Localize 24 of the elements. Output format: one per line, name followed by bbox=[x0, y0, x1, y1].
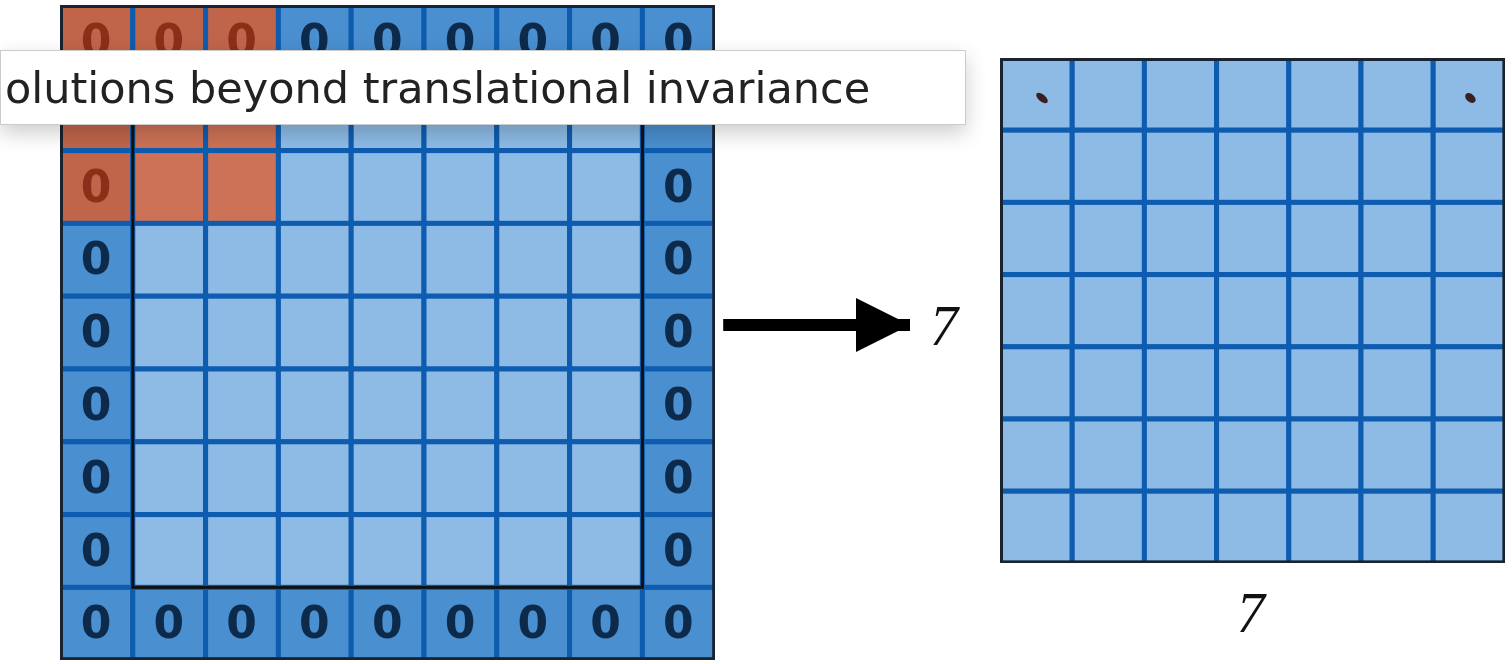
padding-value: 0 bbox=[152, 596, 186, 651]
padding-value: 0 bbox=[662, 450, 695, 505]
padding-value: 0 bbox=[662, 596, 695, 651]
padding-value: 0 bbox=[79, 523, 113, 578]
dimension-label: 7 bbox=[930, 298, 958, 354]
padding-value: 0 bbox=[225, 596, 258, 651]
padding-value: 0 bbox=[79, 305, 113, 360]
padding-value: 0 bbox=[370, 596, 404, 651]
padding-value: 0 bbox=[79, 232, 113, 287]
padding-value: 0 bbox=[79, 378, 113, 432]
padding-value: 0 bbox=[662, 523, 695, 578]
padding-value: 0 bbox=[662, 159, 695, 214]
padding-value: 0 bbox=[79, 450, 113, 505]
padding-value: 0 bbox=[589, 596, 622, 651]
dimension-label: 7 bbox=[1236, 585, 1265, 642]
padding-value: 0 bbox=[443, 596, 477, 651]
arrow bbox=[723, 298, 910, 352]
tooltip: olutions beyond translational invariance bbox=[0, 50, 966, 125]
padding-value: 0 bbox=[298, 596, 331, 651]
padding-value: 0 bbox=[662, 232, 695, 287]
padding-value: 0 bbox=[516, 596, 550, 651]
padding-value: 0 bbox=[662, 305, 695, 360]
padding-value: 0 bbox=[662, 378, 695, 432]
padding-value: 0 bbox=[79, 596, 113, 651]
